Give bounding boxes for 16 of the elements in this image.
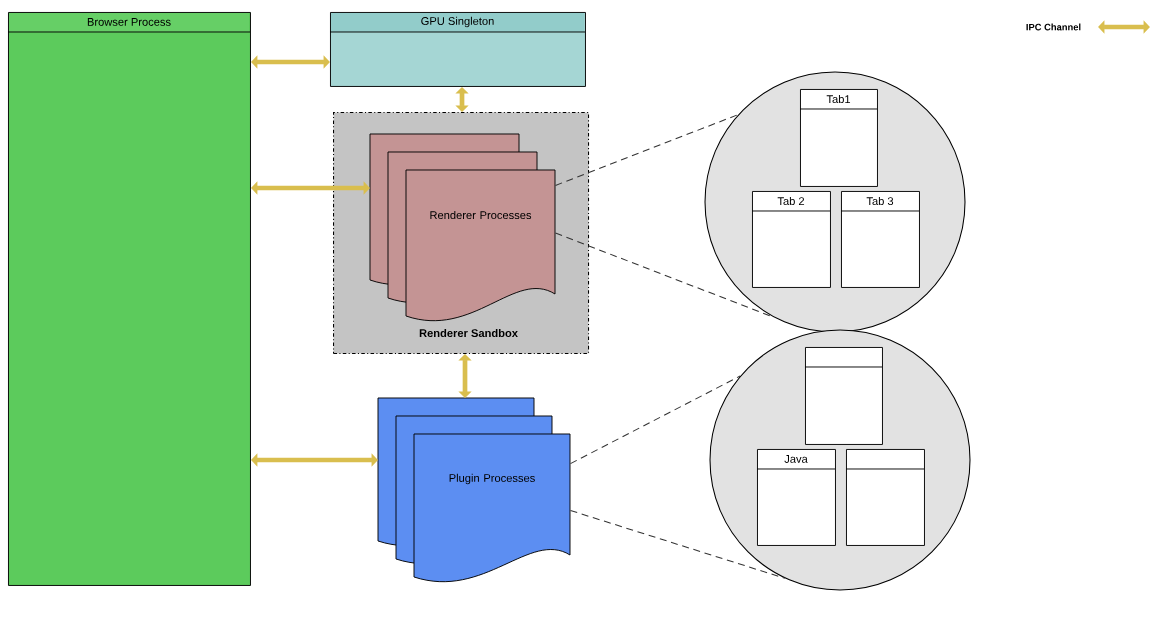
ipc-arrow bbox=[458, 354, 472, 398]
process-box: Java bbox=[756, 449, 836, 546]
process-box: Tab1 bbox=[799, 89, 878, 187]
connector-line bbox=[554, 232, 775, 318]
connector-line bbox=[569, 509, 786, 579]
legend-label: IPC Channel bbox=[1026, 23, 1081, 31]
connector-line bbox=[569, 375, 741, 465]
document-stack: Plugin Processes bbox=[377, 397, 571, 583]
connector-line bbox=[554, 114, 739, 186]
process-box: Tab 2 bbox=[751, 191, 831, 288]
process-box bbox=[804, 347, 883, 445]
document-stack: Renderer Processes bbox=[369, 133, 556, 322]
process-box bbox=[845, 449, 925, 546]
process-box: Browser Process bbox=[7, 12, 251, 586]
process-box: Tab 3 bbox=[840, 191, 920, 288]
process-box: GPU Singleton bbox=[329, 12, 586, 87]
